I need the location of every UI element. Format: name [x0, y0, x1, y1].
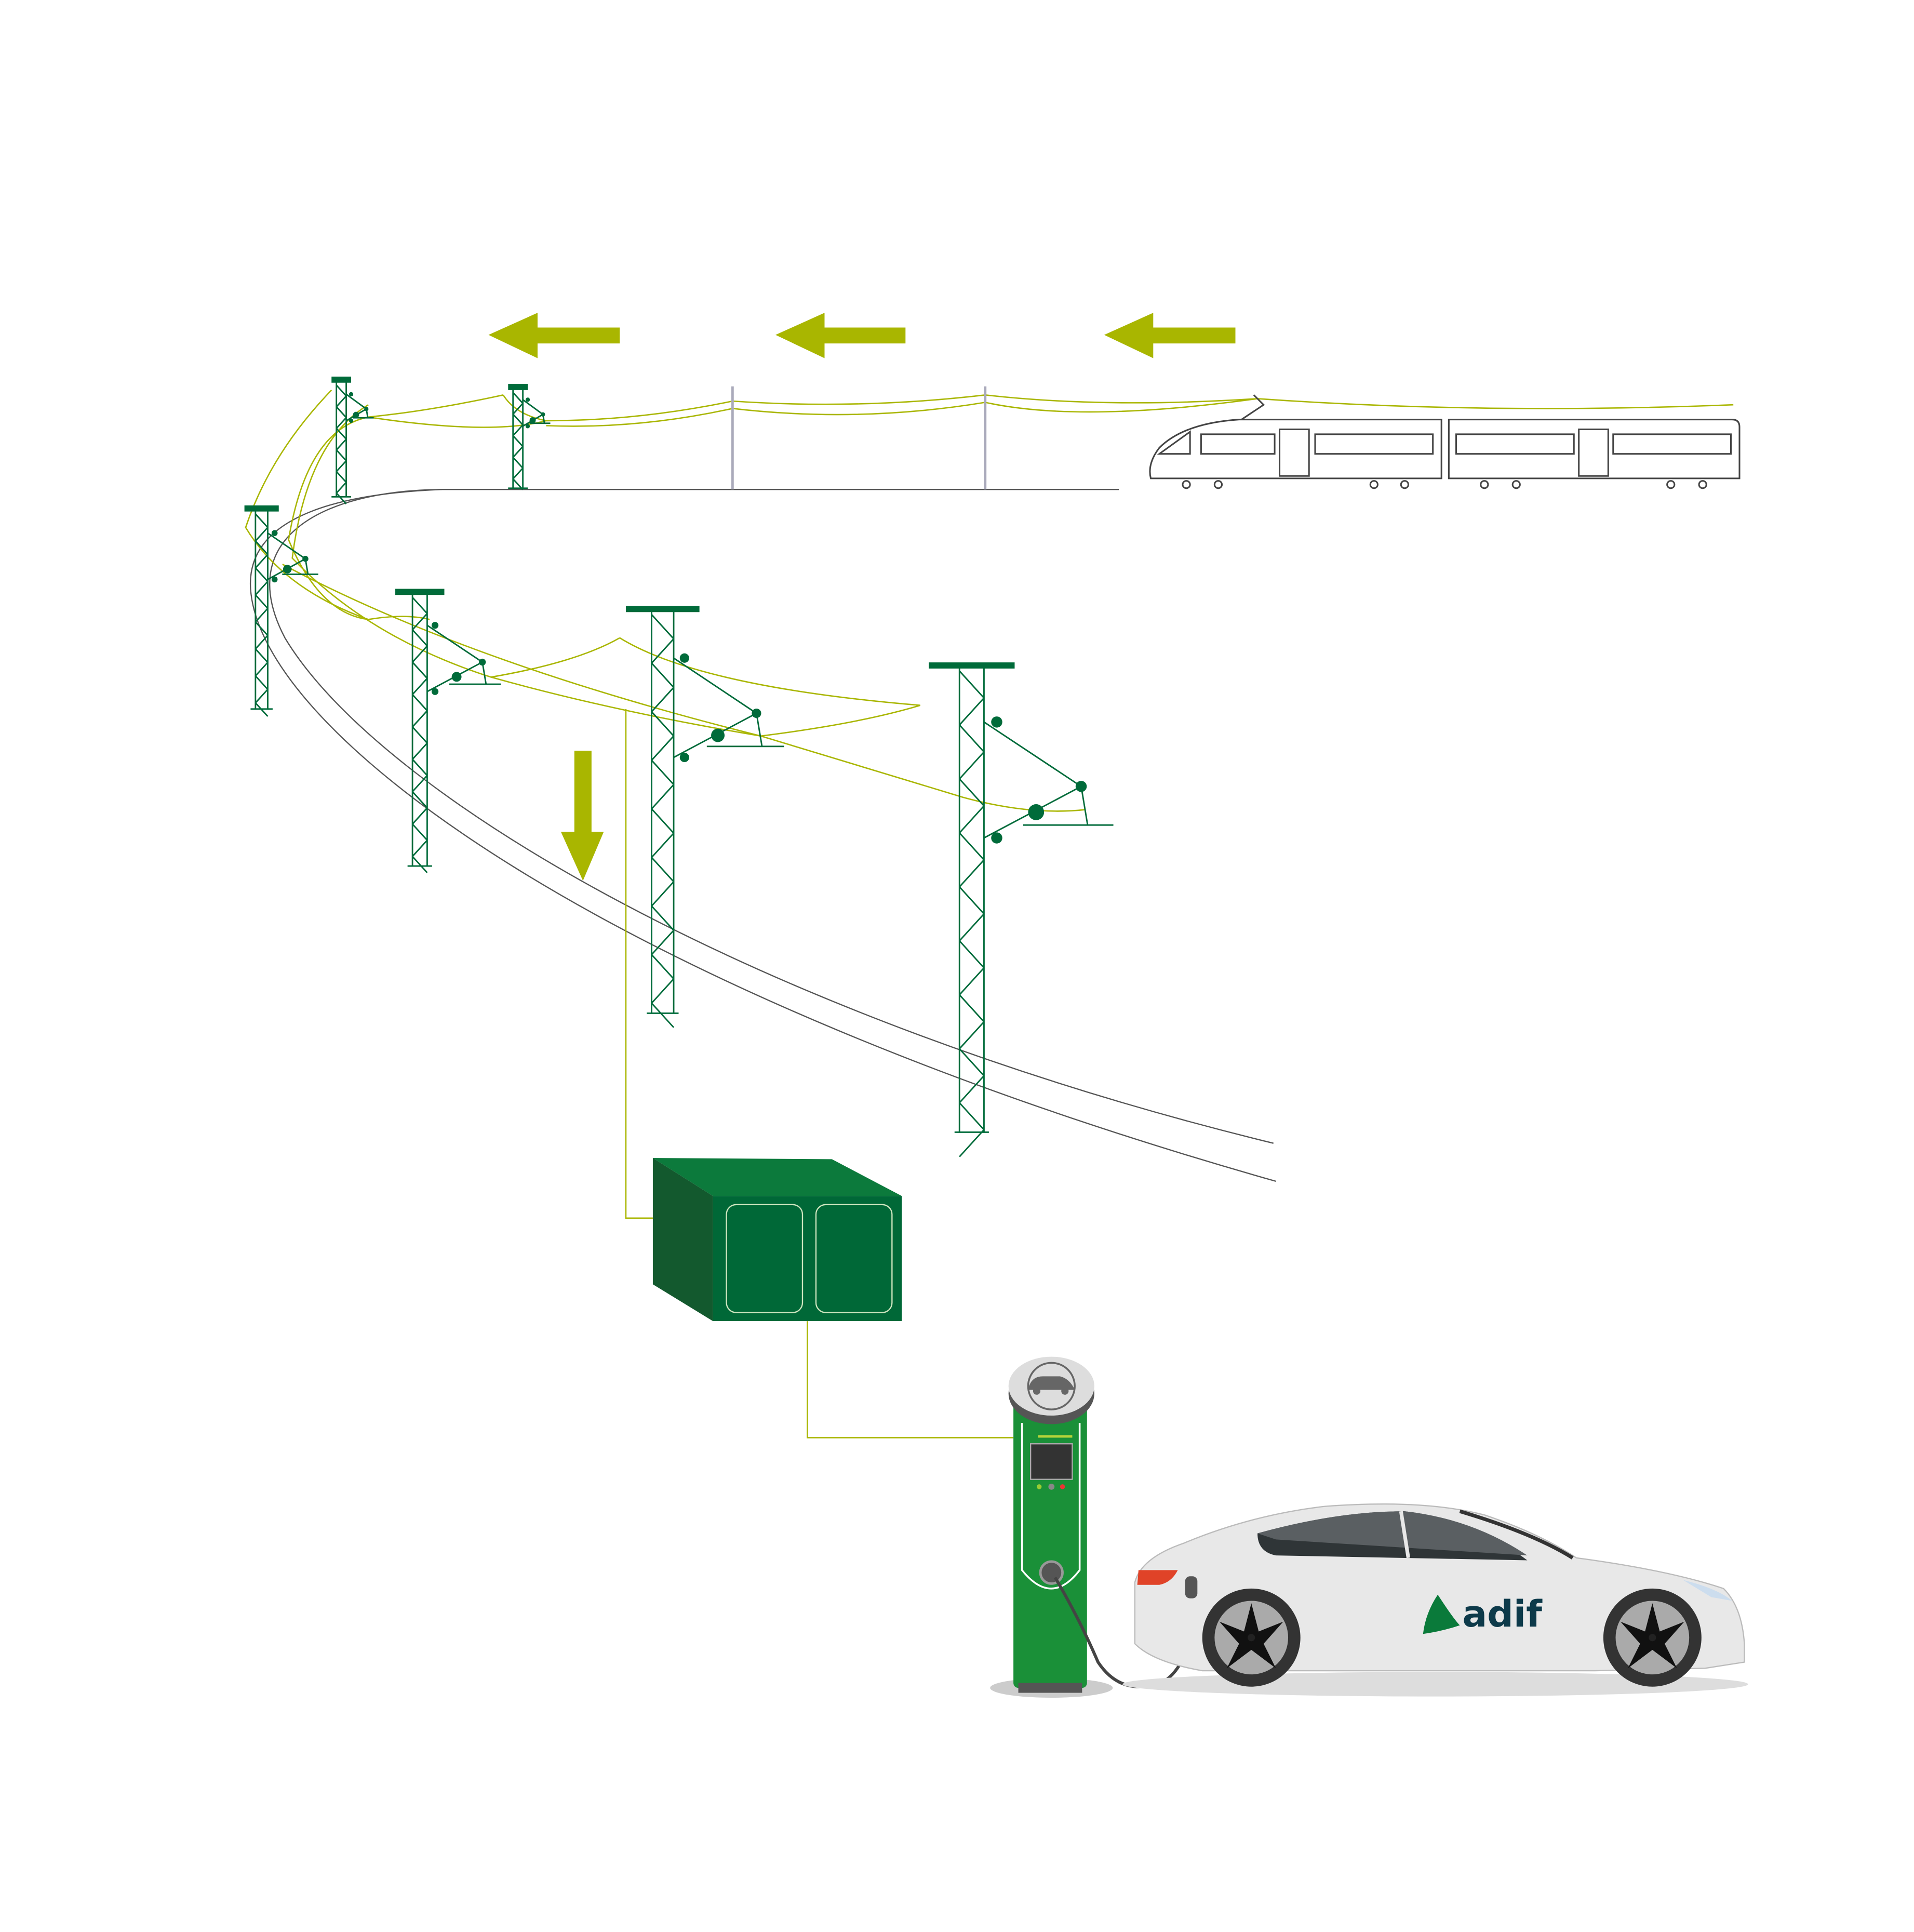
feeder-cable	[625, 709, 653, 1219]
insulator	[525, 424, 530, 429]
insulator	[1028, 804, 1045, 820]
insulator	[479, 658, 486, 666]
charger-screen	[1029, 1443, 1073, 1480]
pylon	[625, 606, 784, 1028]
insulator	[271, 530, 278, 536]
insulator	[679, 752, 689, 763]
rail-lower	[250, 488, 1276, 1182]
arrow-left-icon	[1104, 313, 1236, 358]
train	[1149, 394, 1741, 489]
insulator	[679, 653, 689, 663]
pylon	[395, 589, 501, 873]
ev-charger	[990, 1356, 1192, 1698]
substation-door	[726, 1204, 804, 1313]
insulator	[541, 412, 545, 417]
insulator	[431, 688, 439, 695]
insulator	[364, 407, 369, 411]
energy-flow-arrows	[488, 313, 1236, 881]
insulator	[283, 565, 292, 574]
insulator	[451, 672, 462, 682]
insulator	[431, 622, 439, 629]
railway-track	[250, 488, 1276, 1182]
car-wheel	[1603, 1588, 1702, 1687]
logo-text: adif	[1462, 1592, 1543, 1635]
adif-logo: adif	[1423, 1592, 1543, 1635]
insulator	[349, 392, 354, 397]
insulator	[991, 716, 1002, 728]
charger-cable	[807, 1321, 1014, 1438]
substation-box	[652, 1158, 902, 1322]
electric-car-plug-icon	[1027, 1362, 1076, 1410]
insulator	[525, 397, 530, 402]
pylon	[244, 505, 318, 717]
substation-door	[815, 1204, 893, 1313]
insulator	[529, 417, 536, 423]
pylon	[929, 662, 1114, 1157]
arrow-left-icon	[488, 313, 620, 358]
insulator	[353, 411, 359, 418]
rail-upper	[269, 488, 1274, 1144]
insulator	[271, 576, 278, 583]
pylon	[331, 376, 374, 504]
insulator	[302, 555, 309, 562]
pylon	[508, 384, 551, 490]
insulator	[1075, 781, 1087, 792]
electric-car: adif	[1122, 1503, 1748, 1697]
charger-socket	[1039, 1560, 1064, 1585]
insulator	[349, 418, 354, 423]
insulator	[752, 708, 761, 718]
arrow-left-icon	[775, 313, 906, 358]
car-wheel	[1202, 1588, 1301, 1687]
arrow-down-icon	[560, 751, 604, 881]
insulator	[991, 832, 1002, 844]
pylons	[244, 376, 1114, 1157]
insulator	[711, 728, 725, 742]
